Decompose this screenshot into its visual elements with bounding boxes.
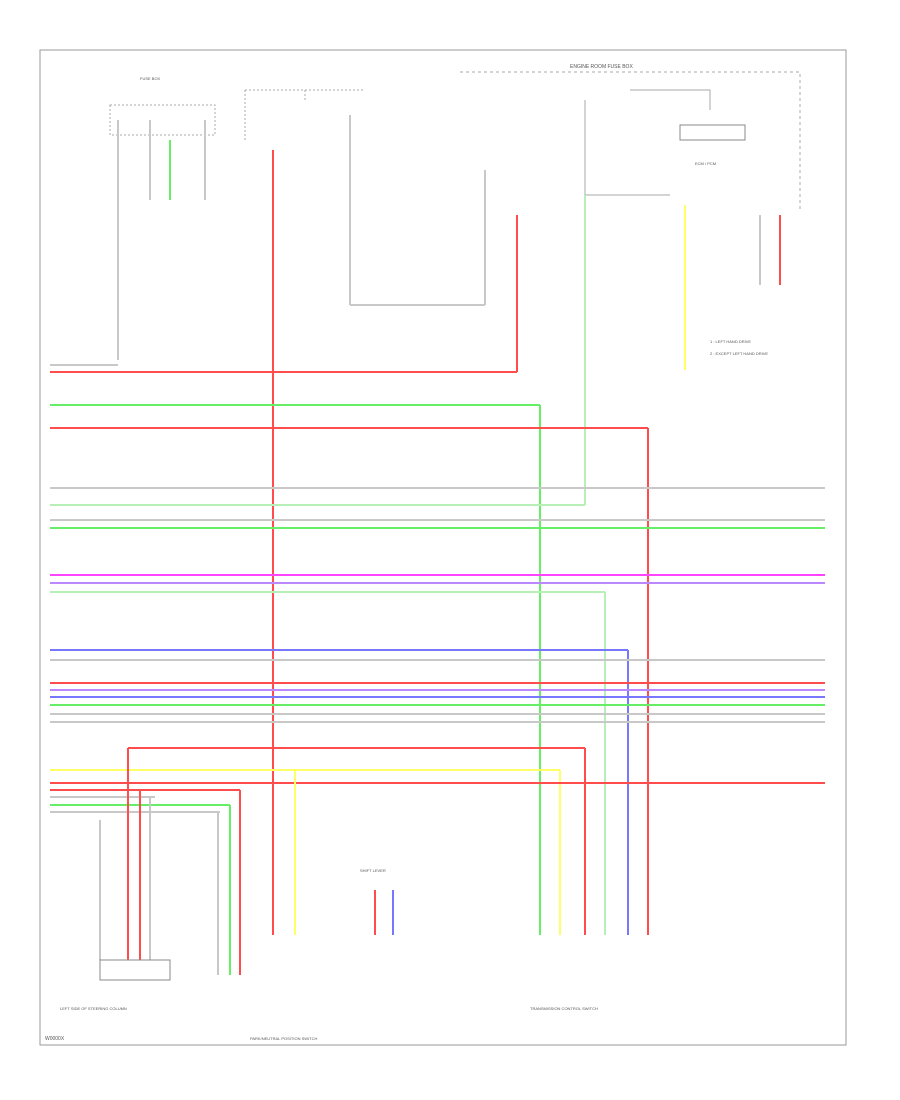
- ecm-outline: [584, 89, 711, 196]
- legend-2: 2 : EXCEPT LEFT HAND DRIVE: [710, 351, 768, 356]
- diagram-code: W0000X: [45, 1036, 65, 1042]
- bottom-components: LEFT SIDE OF STEERING COLUMN PARK/NEUTRA…: [45, 868, 598, 1042]
- diagram-frame: [39, 49, 847, 1046]
- ecm-inner-box: [679, 124, 746, 141]
- ecm-block: ECM / PCM 1 : LEFT HAND DRIVE 2 : EXCEPT…: [584, 89, 781, 505]
- shift-lever-label: SHIFT LEVER: [360, 868, 386, 873]
- left-connector-box: [99, 959, 171, 981]
- top-group-label: ENGINE ROOM FUSE BOX: [570, 64, 633, 70]
- legend-1: 1 : LEFT HAND DRIVE: [710, 339, 751, 344]
- park-neutral-label: PARK/NEUTRAL POSITION SWITCH: [250, 1036, 317, 1041]
- fuse-box-top-left: FUSE BOX: [109, 76, 216, 360]
- bottom-left-drops: [99, 748, 394, 975]
- fuse-box-label: FUSE BOX: [140, 76, 161, 81]
- transmission-label: TRANSMISSION CONTROL SWITCH: [530, 1006, 598, 1011]
- horizontal-wires: [50, 364, 825, 935]
- top-group-outline: [460, 71, 801, 210]
- left-bottom-label: LEFT SIDE OF STEERING COLUMN: [60, 1006, 127, 1011]
- fuse-column-middle: [244, 89, 518, 935]
- ecm-label: ECM / PCM: [695, 161, 716, 166]
